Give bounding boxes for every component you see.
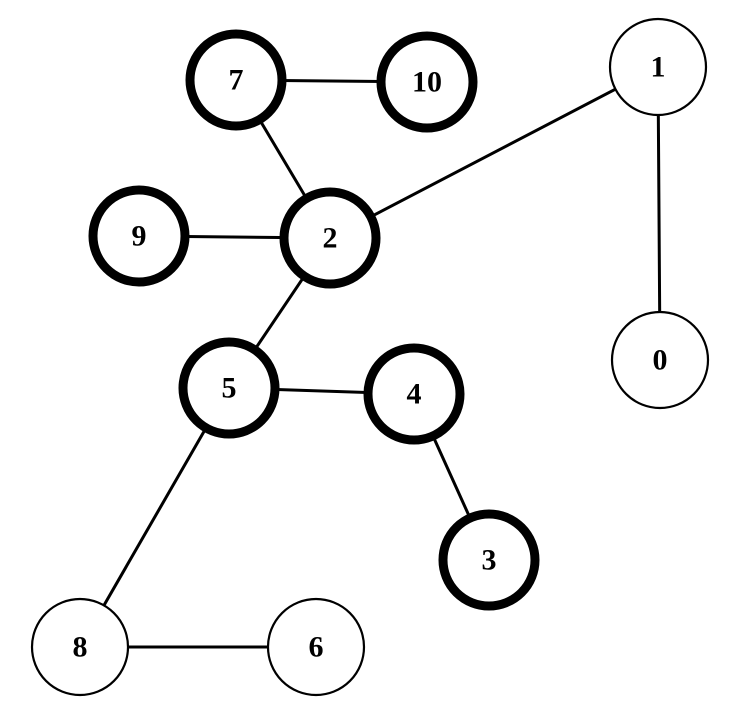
node-circle-3 — [438, 509, 540, 611]
edges-layer — [78, 65, 662, 649]
node-4: 4 — [363, 343, 465, 445]
node-circle-4 — [363, 343, 465, 445]
node-label-10: 10 — [412, 66, 442, 99]
node-7: 7 — [185, 29, 287, 131]
node-3: 3 — [438, 509, 540, 611]
node-label-4: 4 — [407, 378, 422, 411]
node-label-6: 6 — [309, 631, 324, 664]
node-circle-10 — [376, 31, 478, 133]
node-label-9: 9 — [132, 220, 147, 253]
node-circle-9 — [88, 185, 190, 287]
node-circle-0 — [610, 310, 710, 410]
node-2: 2 — [279, 187, 381, 289]
edge-2-1 — [328, 65, 660, 240]
node-5: 5 — [178, 337, 280, 439]
node-label-3: 3 — [482, 544, 497, 577]
node-label-0: 0 — [653, 344, 668, 377]
node-label-7: 7 — [229, 64, 244, 97]
node-circle-1 — [608, 17, 708, 117]
node-circle-5 — [178, 337, 280, 439]
node-label-8: 8 — [73, 631, 88, 664]
node-0: 0 — [610, 310, 710, 410]
node-label-1: 1 — [651, 51, 666, 84]
node-circle-2 — [279, 187, 381, 289]
node-label-5: 5 — [222, 372, 237, 405]
node-label-2: 2 — [323, 222, 338, 255]
node-1: 1 — [608, 17, 708, 117]
nodes-layer: 0 1 2 3 4 5 6 7 8 9 10 — [30, 17, 710, 697]
node-circle-8 — [30, 597, 130, 697]
node-circle-7 — [185, 29, 287, 131]
node-6: 6 — [266, 597, 366, 697]
node-9: 9 — [88, 185, 190, 287]
node-10: 10 — [376, 31, 478, 133]
node-8: 8 — [30, 597, 130, 697]
node-circle-6 — [266, 597, 366, 697]
